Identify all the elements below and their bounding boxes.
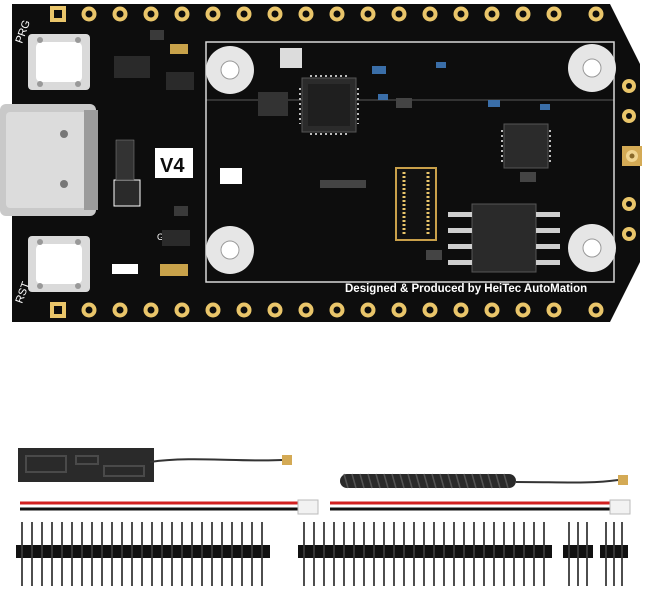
pin-header-long-right — [298, 522, 552, 586]
usb-c-connector — [0, 104, 98, 216]
accessories — [16, 448, 631, 586]
lora-chip — [501, 123, 551, 169]
mounting-holes — [206, 44, 616, 274]
pcb-board: PRG RST V4 Designed & Produced by HeiTec… — [0, 4, 652, 322]
pin-header-short-b — [600, 522, 628, 586]
fpc-connector — [395, 167, 437, 241]
smd-components — [112, 30, 550, 276]
battery-wire-left — [20, 499, 319, 515]
spring-antenna-ipex-plug — [618, 475, 628, 485]
version-label: V4 — [160, 155, 185, 177]
flash-chip — [448, 203, 560, 273]
battery-wire-right — [330, 499, 631, 515]
bottom-header-pads — [50, 302, 604, 318]
prg-button — [28, 34, 90, 90]
pin-header-short-a — [563, 522, 593, 586]
credit-label: Designed & Produced by HeiTec AutoMation — [345, 283, 587, 295]
right-edge-pads — [622, 79, 636, 241]
antenna-ipex-plug — [282, 455, 292, 465]
edge-code-label: 868915 — [643, 205, 652, 232]
jst-connector — [297, 499, 319, 515]
jst-connector — [609, 499, 631, 515]
rst-button — [28, 236, 90, 292]
flat-antenna — [18, 448, 292, 482]
spring-antenna — [340, 473, 628, 489]
ipex-connector — [622, 146, 642, 166]
version-box — [155, 148, 193, 178]
top-header-pads — [50, 6, 604, 22]
mcu-chip — [299, 75, 359, 135]
pin-header-long-left — [16, 522, 270, 586]
